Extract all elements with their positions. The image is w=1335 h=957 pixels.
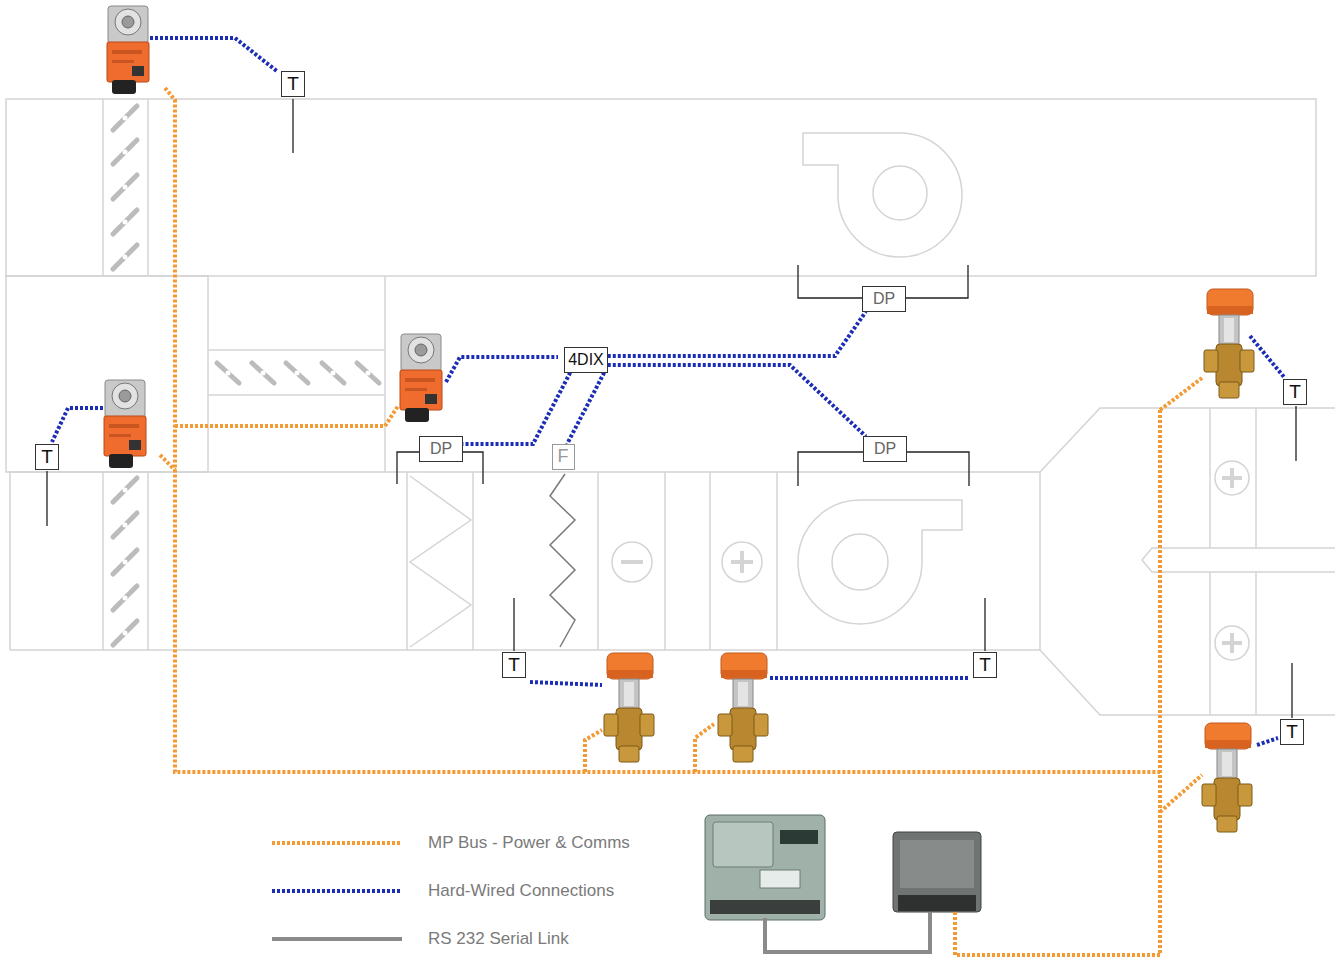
legend-text: Hard-Wired Connections — [428, 881, 614, 901]
legend-entry: RS 232 Serial Link — [272, 927, 569, 951]
hard-wired-connection — [567, 373, 604, 445]
sensor-label: T — [1289, 381, 1301, 404]
legend-text: MP Bus - Power & Comms — [428, 833, 630, 853]
hard-wired-connection — [608, 365, 866, 436]
legend-line — [272, 841, 402, 845]
temperature-sensor: T — [1280, 719, 1304, 746]
legend-text: RS 232 Serial Link — [428, 929, 569, 949]
hard-wired-connection — [463, 373, 570, 444]
legend-entry: Hard-Wired Connections — [272, 879, 614, 903]
temperature-sensor: T — [973, 652, 997, 679]
sensor-label: F — [558, 446, 569, 468]
mp-bus-interface — [893, 832, 981, 912]
legend-line — [272, 937, 402, 941]
serial-link-sample — [272, 927, 404, 951]
sensor-label: T — [41, 446, 53, 469]
sensor-label: DP — [873, 289, 895, 308]
sensor-label: T — [508, 654, 520, 677]
temperature-sensor: T — [1283, 379, 1307, 406]
sensor-label: DP — [430, 439, 452, 458]
pressure-sensor: DP — [419, 436, 463, 461]
hard-wired-connection — [608, 312, 866, 356]
pressure-sensor: DP — [863, 436, 907, 461]
sensor-label: 4DIX — [568, 350, 604, 369]
filter-sensor: F — [552, 444, 575, 470]
pressure-sensor: DP — [862, 286, 906, 311]
temperature-sensor: T — [281, 71, 305, 98]
mp-bus-sample — [272, 831, 404, 855]
sensor-label: T — [1286, 721, 1298, 744]
legend-line — [272, 889, 402, 893]
temperature-sensor: T — [502, 652, 526, 679]
controller — [705, 815, 825, 920]
hard-wired-sample — [272, 879, 404, 903]
temperature-sensor: T — [35, 444, 59, 471]
sensor-label: T — [979, 654, 991, 677]
sensor-label: T — [287, 73, 299, 96]
sensor-label: DP — [874, 439, 896, 458]
legend-entry: MP Bus - Power & Comms — [272, 831, 630, 855]
controller-box: 4DIX — [564, 347, 608, 372]
